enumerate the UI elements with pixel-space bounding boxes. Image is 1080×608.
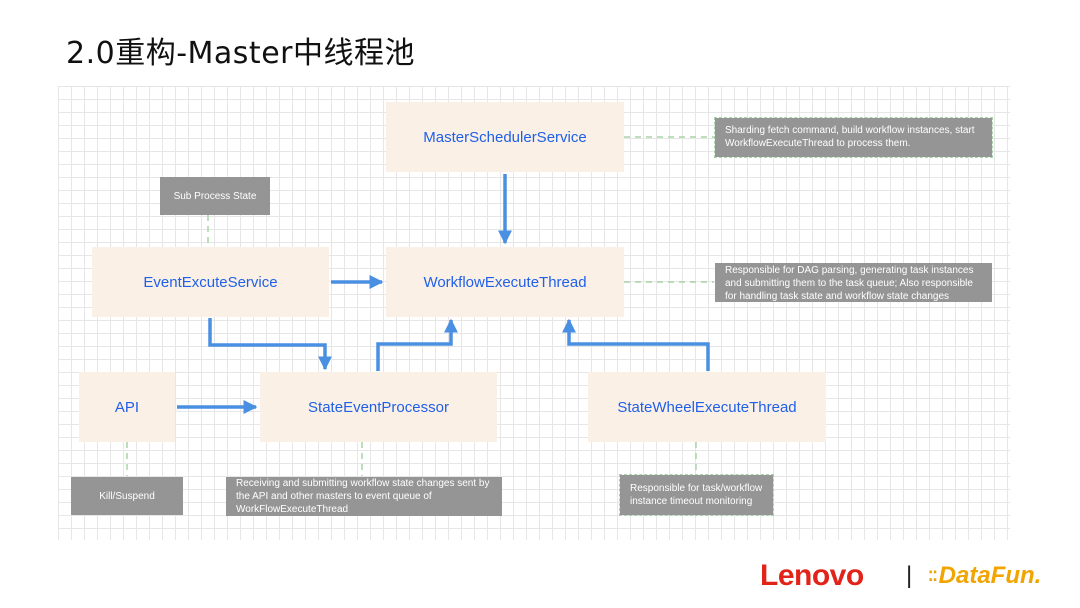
sub-process-state-note: Sub Process State (160, 177, 270, 215)
logo-separator: | (906, 562, 913, 589)
state-event-processor-box: StateEventProcessor (260, 372, 497, 442)
dag-parsing-note: Responsible for DAG parsing, generating … (715, 263, 992, 302)
datafun-logo-text: DataFun. (938, 562, 1042, 589)
workflow-execute-thread-box: WorkflowExecuteThread (386, 247, 624, 317)
lenovo-logo: Lenovo (760, 559, 864, 592)
timeout-note: Responsible for task/workflow instance t… (619, 474, 774, 516)
datafun-logo: ⁚⁚ DataFun. (928, 558, 1041, 594)
state-wheel-execute-thread-box: StateWheelExecuteThread (588, 372, 826, 442)
receiving-note: Receiving and submitting workflow state … (226, 477, 502, 516)
page-title: 2.0重构-Master中线程池 (66, 36, 415, 71)
api-box: API (79, 372, 175, 442)
kill-suspend-note: Kill/Suspend (71, 477, 183, 515)
event-excute-service-box: EventExcuteService (92, 247, 329, 317)
dotted-d-icon: ⁚⁚ (928, 567, 938, 584)
sharding-note: Sharding fetch command, build workflow i… (714, 117, 993, 158)
master-scheduler-service-box: MasterSchedulerService (386, 102, 624, 172)
